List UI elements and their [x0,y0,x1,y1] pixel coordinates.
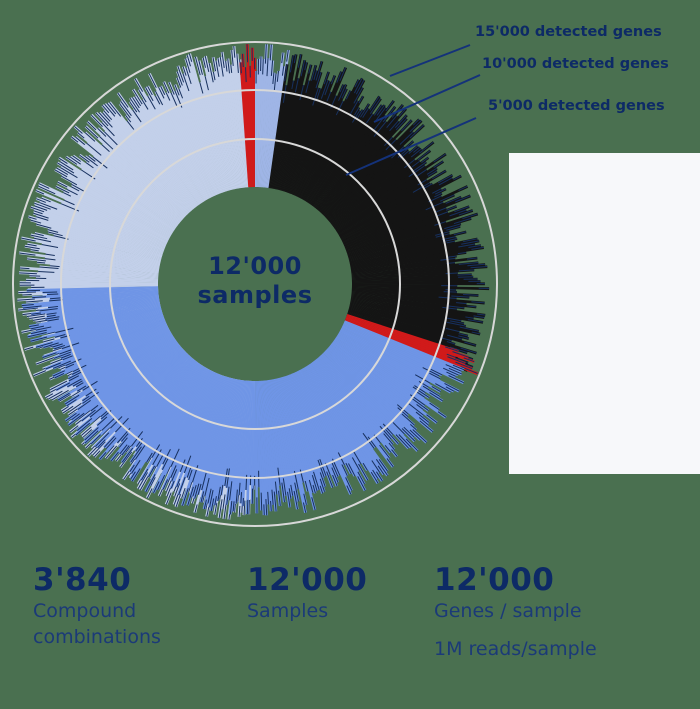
ring-label-10000: 10'000 detected genes [482,56,669,72]
white-panel [509,153,700,474]
ring-label-5000: 5'000 detected genes [488,98,665,114]
center-label-count: 12'000 [208,252,302,280]
stat-genes-per-sample: 12'000 Genes / sample 1M reads/sample [434,562,597,662]
stat-value: 3'840 [33,562,132,598]
center-label: 12'000 samples [185,252,325,310]
center-label-unit: samples [197,281,313,309]
stat-value: 12'000 [247,562,368,598]
stat-label-line1: Compound [33,600,137,622]
label-pointer-lines [345,44,481,176]
chart-rings [12,41,498,527]
stat-label-line1: Samples [247,600,329,622]
stat-value: 12'000 [434,562,555,598]
stat-label-line2: combinations [33,626,161,648]
ring-label-15000: 15'000 detected genes [475,24,662,40]
stat-compound-combinations: 3'840 Compound combinations [33,562,161,650]
stat-note: 1M reads/sample [434,638,597,660]
stat-samples: 12'000 Samples [247,562,367,624]
stat-label-line1: Genes / sample [434,600,582,622]
